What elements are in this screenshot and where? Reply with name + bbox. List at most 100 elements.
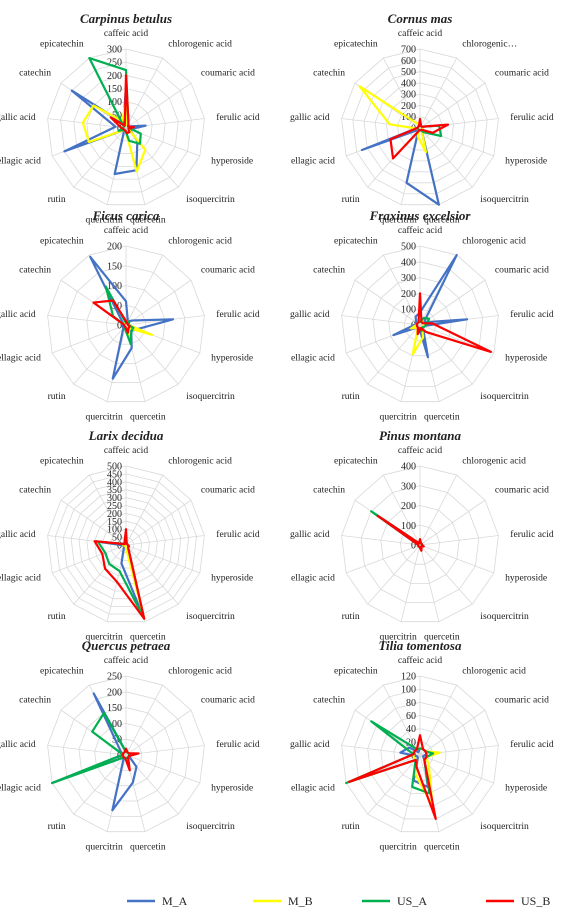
category-label-isoquercitrin: isoquercitrin: [186, 391, 235, 402]
grid-ring: [47, 675, 205, 833]
category-label-quercitrin: quercitrin: [86, 841, 123, 852]
grid-spoke: [125, 499, 192, 546]
category-label-hyperoside: hyperoside: [211, 155, 253, 166]
category-label-caffeic-acid: caffeic acid: [104, 28, 148, 39]
grid-spoke: [125, 754, 201, 784]
category-label-ferulic-acid: ferulic acid: [510, 309, 554, 320]
grid-spoke: [419, 684, 458, 756]
tick-label: 0: [117, 321, 122, 332]
tick-label: 60: [406, 711, 416, 722]
grid-ring: [352, 59, 488, 195]
tick-label: 150: [107, 517, 122, 528]
grid-ring: [341, 465, 499, 623]
category-label-rutin: rutin: [48, 611, 66, 622]
category-label-chlorogenic-acid: chlorogenic acid: [462, 455, 526, 466]
chart-title: Cornus mas: [388, 11, 453, 26]
category-label-chlorogenic: chlorogenic…: [462, 38, 517, 49]
legend-label-us-b: US_B: [521, 894, 550, 908]
series-us-b-line: [92, 299, 131, 334]
grid-ring: [341, 245, 499, 403]
series-us-b-line: [376, 514, 425, 552]
category-label-caffeic-acid: caffeic acid: [398, 445, 442, 456]
grid-ring: [78, 707, 174, 802]
grid-spoke: [382, 254, 421, 326]
category-label-quercitrin: quercitrin: [86, 214, 123, 225]
category-label-catechin: catechin: [313, 264, 345, 275]
grid-spoke: [419, 544, 440, 622]
grid-ring: [62, 481, 190, 607]
grid-ring: [47, 245, 205, 403]
category-label-ellagic-acid: ellagic acid: [0, 352, 41, 363]
category-label-rutin: rutin: [342, 611, 360, 622]
grid-ring: [47, 48, 205, 206]
grid-spoke: [419, 499, 486, 546]
chart-title: Carpinus betulus: [80, 11, 172, 26]
category-label-ferulic-acid: ferulic acid: [510, 739, 554, 750]
series-us-a-line: [96, 540, 146, 620]
grid-ring: [354, 688, 486, 820]
tick-label: 250: [107, 672, 122, 683]
grid-ring: [341, 675, 499, 833]
category-label-ferulic-acid: ferulic acid: [216, 739, 260, 750]
category-label-gallic-acid: gallic acid: [0, 739, 36, 750]
grid-spoke: [382, 684, 421, 756]
grid-ring: [78, 497, 174, 592]
category-label-hyperoside: hyperoside: [211, 352, 253, 363]
category-label-catechin: catechin: [313, 694, 345, 705]
grid-ring: [117, 536, 135, 554]
category-label-gallic-acid: gallic acid: [0, 112, 36, 123]
grid-spoke: [125, 684, 164, 756]
category-label-quercitrin: quercitrin: [86, 411, 123, 422]
tick-label: 200: [107, 71, 122, 82]
grid-spoke: [382, 474, 421, 546]
grid-ring: [341, 48, 499, 206]
grid-spoke: [47, 118, 127, 129]
chart-title: Pinus montana: [379, 428, 462, 443]
category-label-isoquercitrin: isoquercitrin: [480, 391, 529, 402]
category-label-catechin: catechin: [19, 694, 51, 705]
tick-label: 200: [401, 289, 416, 300]
grid-ring: [102, 520, 150, 569]
grid-ring: [73, 74, 179, 180]
grid-ring: [66, 265, 186, 383]
category-label-isoquercitrin: isoquercitrin: [186, 194, 235, 205]
grid-ring: [99, 101, 153, 154]
tick-label: 50: [112, 533, 122, 544]
grid-spoke: [419, 535, 499, 546]
category-label-isoquercitrin: isoquercitrin: [480, 611, 529, 622]
tick-label: 200: [107, 242, 122, 253]
tick-label: 200: [401, 501, 416, 512]
category-label-chlorogenic-acid: chlorogenic acid: [462, 235, 526, 246]
category-label-quercitrin: quercitrin: [86, 631, 123, 642]
grid-ring: [388, 292, 452, 357]
category-label-ellagic-acid: ellagic acid: [291, 155, 335, 166]
category-label-epicatechin: epicatechin: [40, 665, 84, 676]
grid-ring: [47, 465, 205, 623]
chart-title: Fraxinus excelsior: [369, 208, 472, 223]
category-label-rutin: rutin: [48, 194, 66, 205]
category-label-catechin: catechin: [19, 67, 51, 78]
grid-ring: [372, 277, 468, 372]
grid-ring: [367, 701, 473, 807]
category-label-caffeic-acid: caffeic acid: [104, 445, 148, 456]
grid-spoke: [125, 324, 179, 385]
category-label-epicatechin: epicatechin: [334, 38, 378, 49]
grid-ring: [60, 61, 192, 193]
category-label-isoquercitrin: isoquercitrin: [480, 194, 529, 205]
grid-ring: [94, 722, 158, 787]
tick-label: 100: [107, 97, 122, 108]
category-label-ellagic-acid: ellagic acid: [291, 352, 335, 363]
category-label-ellagic-acid: ellagic acid: [291, 782, 335, 793]
tick-label: 80: [406, 698, 416, 709]
category-label-hyperoside: hyperoside: [505, 782, 547, 793]
grid-spoke: [51, 544, 127, 574]
category-label-coumaric-acid: coumaric acid: [201, 67, 255, 78]
legend-label-m-b: M_B: [288, 894, 313, 908]
grid-spoke: [47, 745, 127, 756]
tick-label: 300: [401, 273, 416, 284]
grid-spoke: [125, 544, 179, 605]
category-label-catechin: catechin: [19, 264, 51, 275]
chart-title: Larix decidua: [88, 428, 164, 443]
